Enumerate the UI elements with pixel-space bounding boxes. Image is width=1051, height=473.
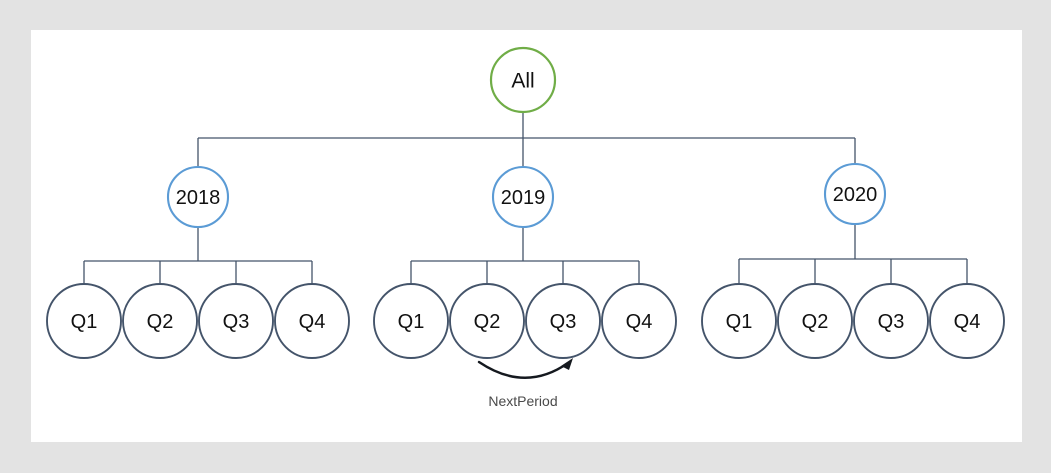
nextperiod-relationship[interactable]: NextPeriod (477, 358, 573, 409)
node-year-2019-label: 2019 (501, 187, 546, 209)
node-2020-q4-label: Q4 (954, 311, 981, 333)
node-2020-q3-circle (853, 283, 929, 359)
node-2019-q2[interactable]: Q2 (449, 283, 525, 359)
node-2018-q4-circle (274, 283, 350, 359)
root-to-years-connectors (197, 112, 856, 167)
node-2020-q4[interactable]: Q4 (929, 283, 1005, 359)
node-2018-q4-label: Q4 (299, 311, 326, 333)
node-2019-q2-circle (449, 283, 525, 359)
node-year-2020[interactable]: 2020 (823, 162, 887, 226)
node-2018-q1[interactable]: Q1 (46, 283, 122, 359)
node-year-2018-label: 2018 (176, 187, 221, 209)
node-2020-q1-label: Q1 (726, 311, 753, 333)
nextperiod-label: NextPeriod (488, 393, 557, 409)
node-year-2020-label: 2020 (833, 184, 878, 206)
node-2018-q1-circle (46, 283, 122, 359)
node-2018-q2-circle (122, 283, 198, 359)
node-2019-q3-label: Q3 (550, 311, 577, 333)
node-2019-q4-label: Q4 (626, 311, 653, 333)
node-2018-q3-circle (198, 283, 274, 359)
node-year-2018-circle (166, 165, 230, 229)
node-all[interactable]: All (489, 46, 557, 114)
node-2019-q3-circle (525, 283, 601, 359)
node-2020-q2-circle (777, 283, 853, 359)
node-2019-q1-circle (373, 283, 449, 359)
node-year-2018[interactable]: 2018 (166, 165, 230, 229)
node-2019-q3[interactable]: Q3 (525, 283, 601, 359)
node-2018-q1-label: Q1 (71, 311, 98, 333)
year-2019-to-quarters-connectors (410, 227, 640, 284)
node-2020-q2-label: Q2 (802, 311, 829, 333)
year-2018-to-quarters-connectors (83, 227, 313, 284)
node-2020-q1-circle (701, 283, 777, 359)
node-2020-q3-label: Q3 (878, 311, 905, 333)
node-2019-q4-circle (601, 283, 677, 359)
node-2019-q1-label: Q1 (398, 311, 425, 333)
node-2019-q2-label: Q2 (474, 311, 501, 333)
node-2018-q4[interactable]: Q4 (274, 283, 350, 359)
node-2018-q3-label: Q3 (223, 311, 250, 333)
node-2018-q2[interactable]: Q2 (122, 283, 198, 359)
node-2020-q1[interactable]: Q1 (701, 283, 777, 359)
node-2020-q3[interactable]: Q3 (853, 283, 929, 359)
node-all-label: All (511, 70, 534, 93)
node-2020-q2[interactable]: Q2 (777, 283, 853, 359)
node-2020-q4-circle (929, 283, 1005, 359)
node-2019-q1[interactable]: Q1 (373, 283, 449, 359)
year-2020-to-quarters-connectors (738, 224, 968, 284)
node-2018-q3[interactable]: Q3 (198, 283, 274, 359)
node-year-2019-circle (491, 165, 555, 229)
nextperiod-arrowhead-icon (561, 358, 573, 370)
nextperiod-arrow-curve (477, 360, 570, 379)
node-2018-q2-label: Q2 (147, 311, 174, 333)
node-2019-q4[interactable]: Q4 (601, 283, 677, 359)
node-all-circle (489, 46, 557, 114)
node-year-2020-circle (823, 162, 887, 226)
node-year-2019[interactable]: 2019 (491, 165, 555, 229)
